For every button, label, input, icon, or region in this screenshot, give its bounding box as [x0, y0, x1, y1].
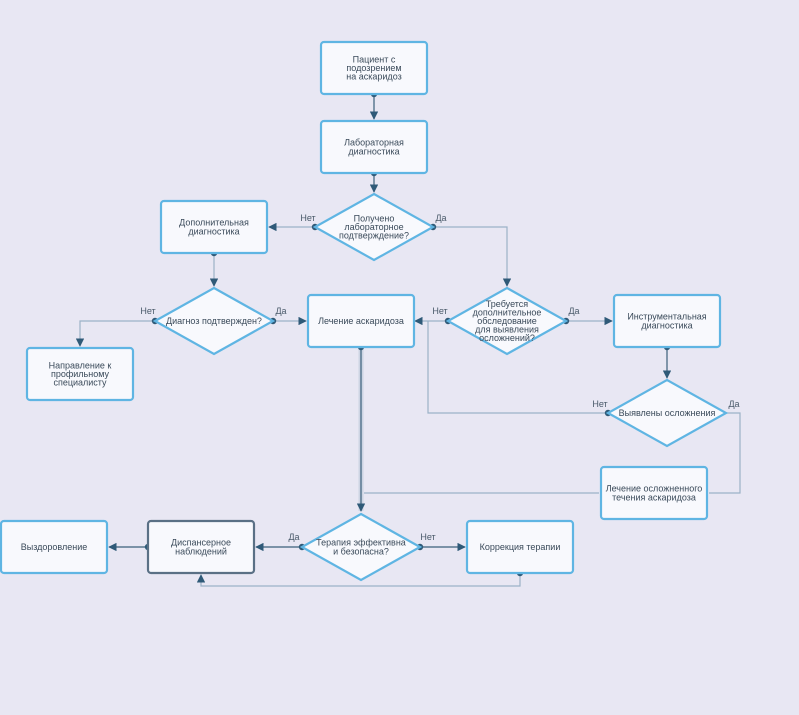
node-shape [306, 293, 416, 349]
node-label: Дополнительная [179, 218, 249, 228]
edge-correction-followup [196, 573, 521, 587]
decision-shape [299, 512, 423, 582]
node-label: Получено [354, 213, 395, 223]
node-label: диагностика [641, 320, 692, 330]
node-label: диагностика [188, 226, 239, 236]
decision-shape [605, 378, 729, 448]
edge-label-yes: Да [275, 306, 286, 316]
node-label: Коррекция терапии [480, 542, 561, 552]
edge-confirm-yes [433, 226, 512, 287]
decision-shape [152, 286, 276, 356]
node-label: Диагноз подтвержден? [166, 316, 262, 326]
edge-label-no: Нет [592, 399, 607, 409]
node-label: Требуется [486, 299, 528, 309]
node-diag-confirm[interactable]: Диагноз подтвержден? [152, 286, 276, 356]
node-shape [612, 293, 722, 349]
decision-shape [312, 192, 436, 262]
node-label: течения аскаридоза [612, 492, 696, 502]
node-label: Выздоровление [21, 542, 88, 552]
node-treatment[interactable]: Лечение аскаридоза [306, 293, 416, 349]
edge-label-yes: Да [728, 399, 739, 409]
edge-label-yes: Да [288, 532, 299, 542]
edge-label-no: Нет [300, 213, 315, 223]
node-shape [25, 346, 135, 402]
node-shape [319, 40, 429, 96]
node-correction[interactable]: Коррекция терапии [465, 519, 575, 575]
node-label: Лечение аскаридоза [318, 316, 404, 326]
node-complications[interactable]: Выявлены осложнения [605, 378, 729, 448]
node-label: для выявления [475, 325, 539, 335]
edge-complications-no [427, 321, 608, 414]
edge-label-no: Нет [140, 306, 155, 316]
node-shape [319, 119, 429, 175]
edge-complications-yes [709, 412, 741, 494]
node-label: Лечение осложненного [606, 484, 703, 494]
edge-label-no: Нет [432, 306, 447, 316]
edge-label-yes: Да [435, 213, 446, 223]
node-label: подтверждение? [339, 231, 409, 241]
node-label: дополнительное [473, 307, 542, 317]
node-label: обследование [477, 316, 537, 326]
edge-diagconfirm-no [75, 320, 155, 347]
edge-label-no: Нет [420, 532, 435, 542]
node-label: наблюдений [175, 546, 227, 556]
node-label: Пациент с [353, 54, 396, 64]
node-label: Лабораторная [344, 138, 404, 148]
node-label: специалисту [53, 378, 107, 388]
node-label: и безопасна? [333, 546, 389, 556]
node-label: Выявлены осложнения [619, 408, 716, 418]
node-shape [146, 519, 256, 575]
node-label: Терапия эффективна [316, 538, 406, 548]
node-label: лабораторное [344, 222, 403, 232]
node-label: диагностика [348, 146, 399, 156]
node-label: Направление к [49, 360, 112, 370]
node-label: на аскаридоз [346, 72, 401, 82]
node-shape [465, 519, 575, 575]
node-shape [159, 199, 269, 255]
node-label: профильному [51, 369, 110, 379]
edge-label-yes: Да [568, 306, 579, 316]
node-label: Инструментальная [627, 312, 706, 322]
node-label: Диспансерное [171, 538, 231, 548]
node-label: осложнений? [479, 333, 535, 343]
node-label: подозрением [346, 63, 401, 73]
node-recovery[interactable]: Выздоровление [0, 519, 109, 575]
node-shape [599, 465, 709, 521]
decision-shape [445, 286, 569, 356]
node-shape [0, 519, 109, 575]
